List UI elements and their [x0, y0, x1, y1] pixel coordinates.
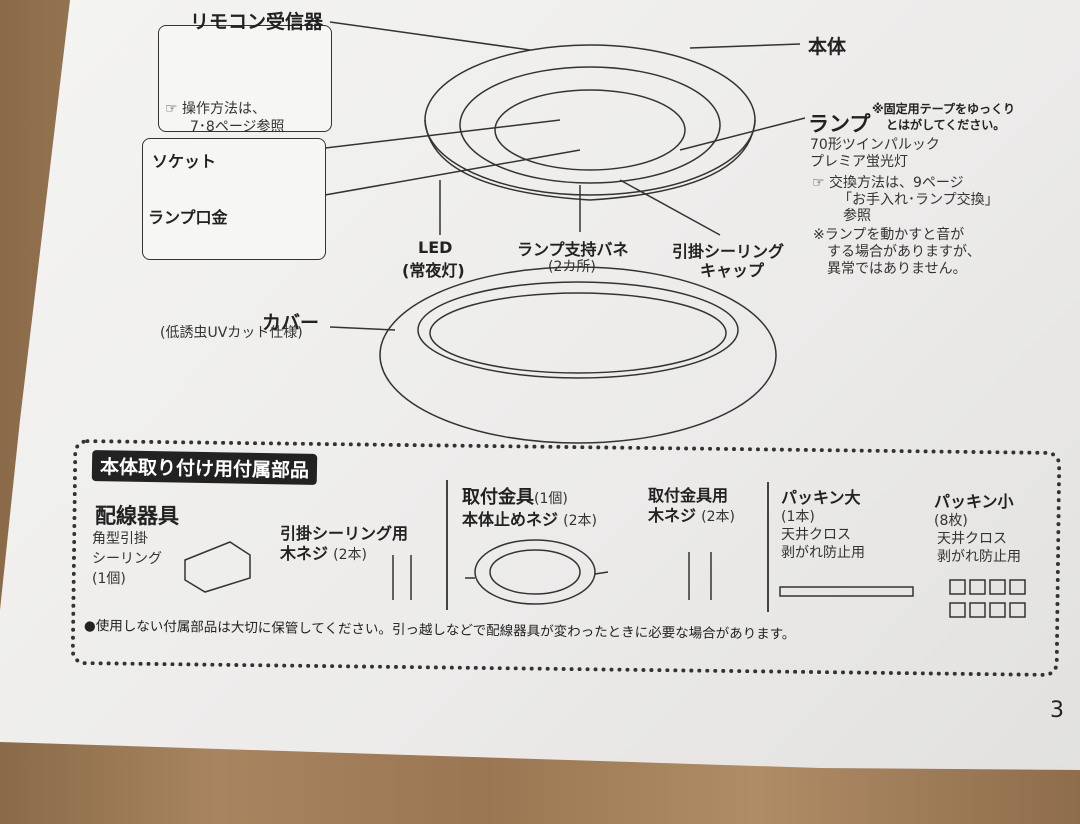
- note-remote-1: ☞ 操作方法は、: [165, 98, 266, 118]
- label-led-sub: (常夜灯): [402, 261, 465, 280]
- wiring-title: 配線器具: [95, 504, 179, 528]
- ceiling-screw-l1: 引掛シーリング用: [280, 524, 409, 543]
- bracket-wood-screw-l1: 取付金具用: [648, 486, 729, 505]
- hand-pointer-icon: ☞: [165, 101, 178, 117]
- ceiling-screw-l2: 木ネジ (2本): [280, 540, 367, 564]
- label-lamp: ランプ: [808, 112, 871, 136]
- wiring-l1: 角型引掛: [92, 531, 148, 547]
- packing-small-count: (8枚): [934, 513, 968, 529]
- bracket-title: 取付金具(1個): [462, 483, 568, 509]
- remote-receiver-inset: [158, 25, 332, 132]
- socket-inset: [142, 138, 326, 260]
- hand-pointer-icon: ☞: [812, 175, 825, 191]
- page-number: 3: [1050, 698, 1064, 723]
- bracket-wood-screw-count: (2本): [701, 509, 735, 525]
- wiring-l3: (1個): [92, 571, 126, 587]
- replace-note-1: ☞ 交換方法は、9ページ: [812, 172, 964, 192]
- packing-large-l1: 天井クロス: [781, 527, 851, 543]
- packing-small-l2: 剥がれ防止用: [937, 549, 1021, 565]
- packing-large-l2: 剥がれ防止用: [781, 545, 865, 561]
- sound-note-3: 異常ではありません。: [827, 261, 967, 277]
- ceiling-screw-count: (2本): [333, 547, 367, 563]
- wiring-l2: シーリング: [92, 551, 162, 567]
- sound-note-1: ※ランプを動かすと音が: [813, 227, 965, 243]
- bracket-name: 取付金具: [462, 487, 534, 508]
- lamp-tape-note-1: ※固定用テープをゆっくり: [872, 102, 1015, 116]
- packing-small-l1: 天井クロス: [937, 531, 1007, 547]
- label-lamp-spring: ランプ支持バネ: [517, 240, 629, 259]
- bracket-count: (1個): [534, 491, 568, 507]
- bracket-screw-count: (2本): [563, 513, 597, 529]
- label-lamp-base: ランプ口金: [148, 208, 228, 227]
- divider: [767, 482, 769, 612]
- packing-small-title: パッキン小: [934, 492, 1014, 511]
- accessories-header: 本体取り付け用付属部品: [91, 450, 318, 485]
- label-ceiling-cap-sub: キャップ: [700, 261, 765, 280]
- ceiling-screw-name: 木ネジ: [280, 544, 329, 563]
- label-cover-note: (低誘虫UVカット仕様): [160, 325, 303, 341]
- note-remote-2: 7･8ページ参照: [190, 119, 285, 135]
- bracket-screw-name: 本体止めネジ: [462, 510, 559, 529]
- replace-note-1-text: 交換方法は、9ページ: [829, 175, 964, 191]
- lamp-type-2: プレミア蛍光灯: [810, 154, 908, 170]
- label-body: 本体: [808, 36, 847, 58]
- replace-note-3: 参照: [843, 208, 871, 224]
- packing-large-count: (1本): [781, 509, 815, 525]
- replace-note-2: 「お手入れ･ランプ交換」: [838, 192, 999, 208]
- label-remote-receiver: リモコン受信器: [190, 11, 324, 33]
- sound-note-2: する場合がありますが、: [827, 244, 981, 260]
- label-lamp-spring-sub: (2カ所): [548, 259, 596, 275]
- divider: [446, 480, 448, 610]
- bracket-screw: 本体止めネジ (2本): [462, 506, 597, 530]
- lamp-type-1: 70形ツインパルック: [810, 137, 940, 153]
- label-led: LED: [418, 238, 453, 257]
- bracket-wood-screw-name: 木ネジ: [648, 506, 697, 525]
- label-cover: カバー: [262, 312, 320, 334]
- label-socket: ソケット: [152, 152, 217, 171]
- remote-note-1: 操作方法は、: [182, 101, 267, 117]
- label-ceiling-cap: 引掛シーリング: [672, 242, 785, 261]
- lamp-tape-note-2: とはがしてください。: [886, 118, 1006, 132]
- packing-large-title: パッキン大: [781, 488, 861, 507]
- bracket-wood-screw-l2: 木ネジ (2本): [648, 502, 735, 526]
